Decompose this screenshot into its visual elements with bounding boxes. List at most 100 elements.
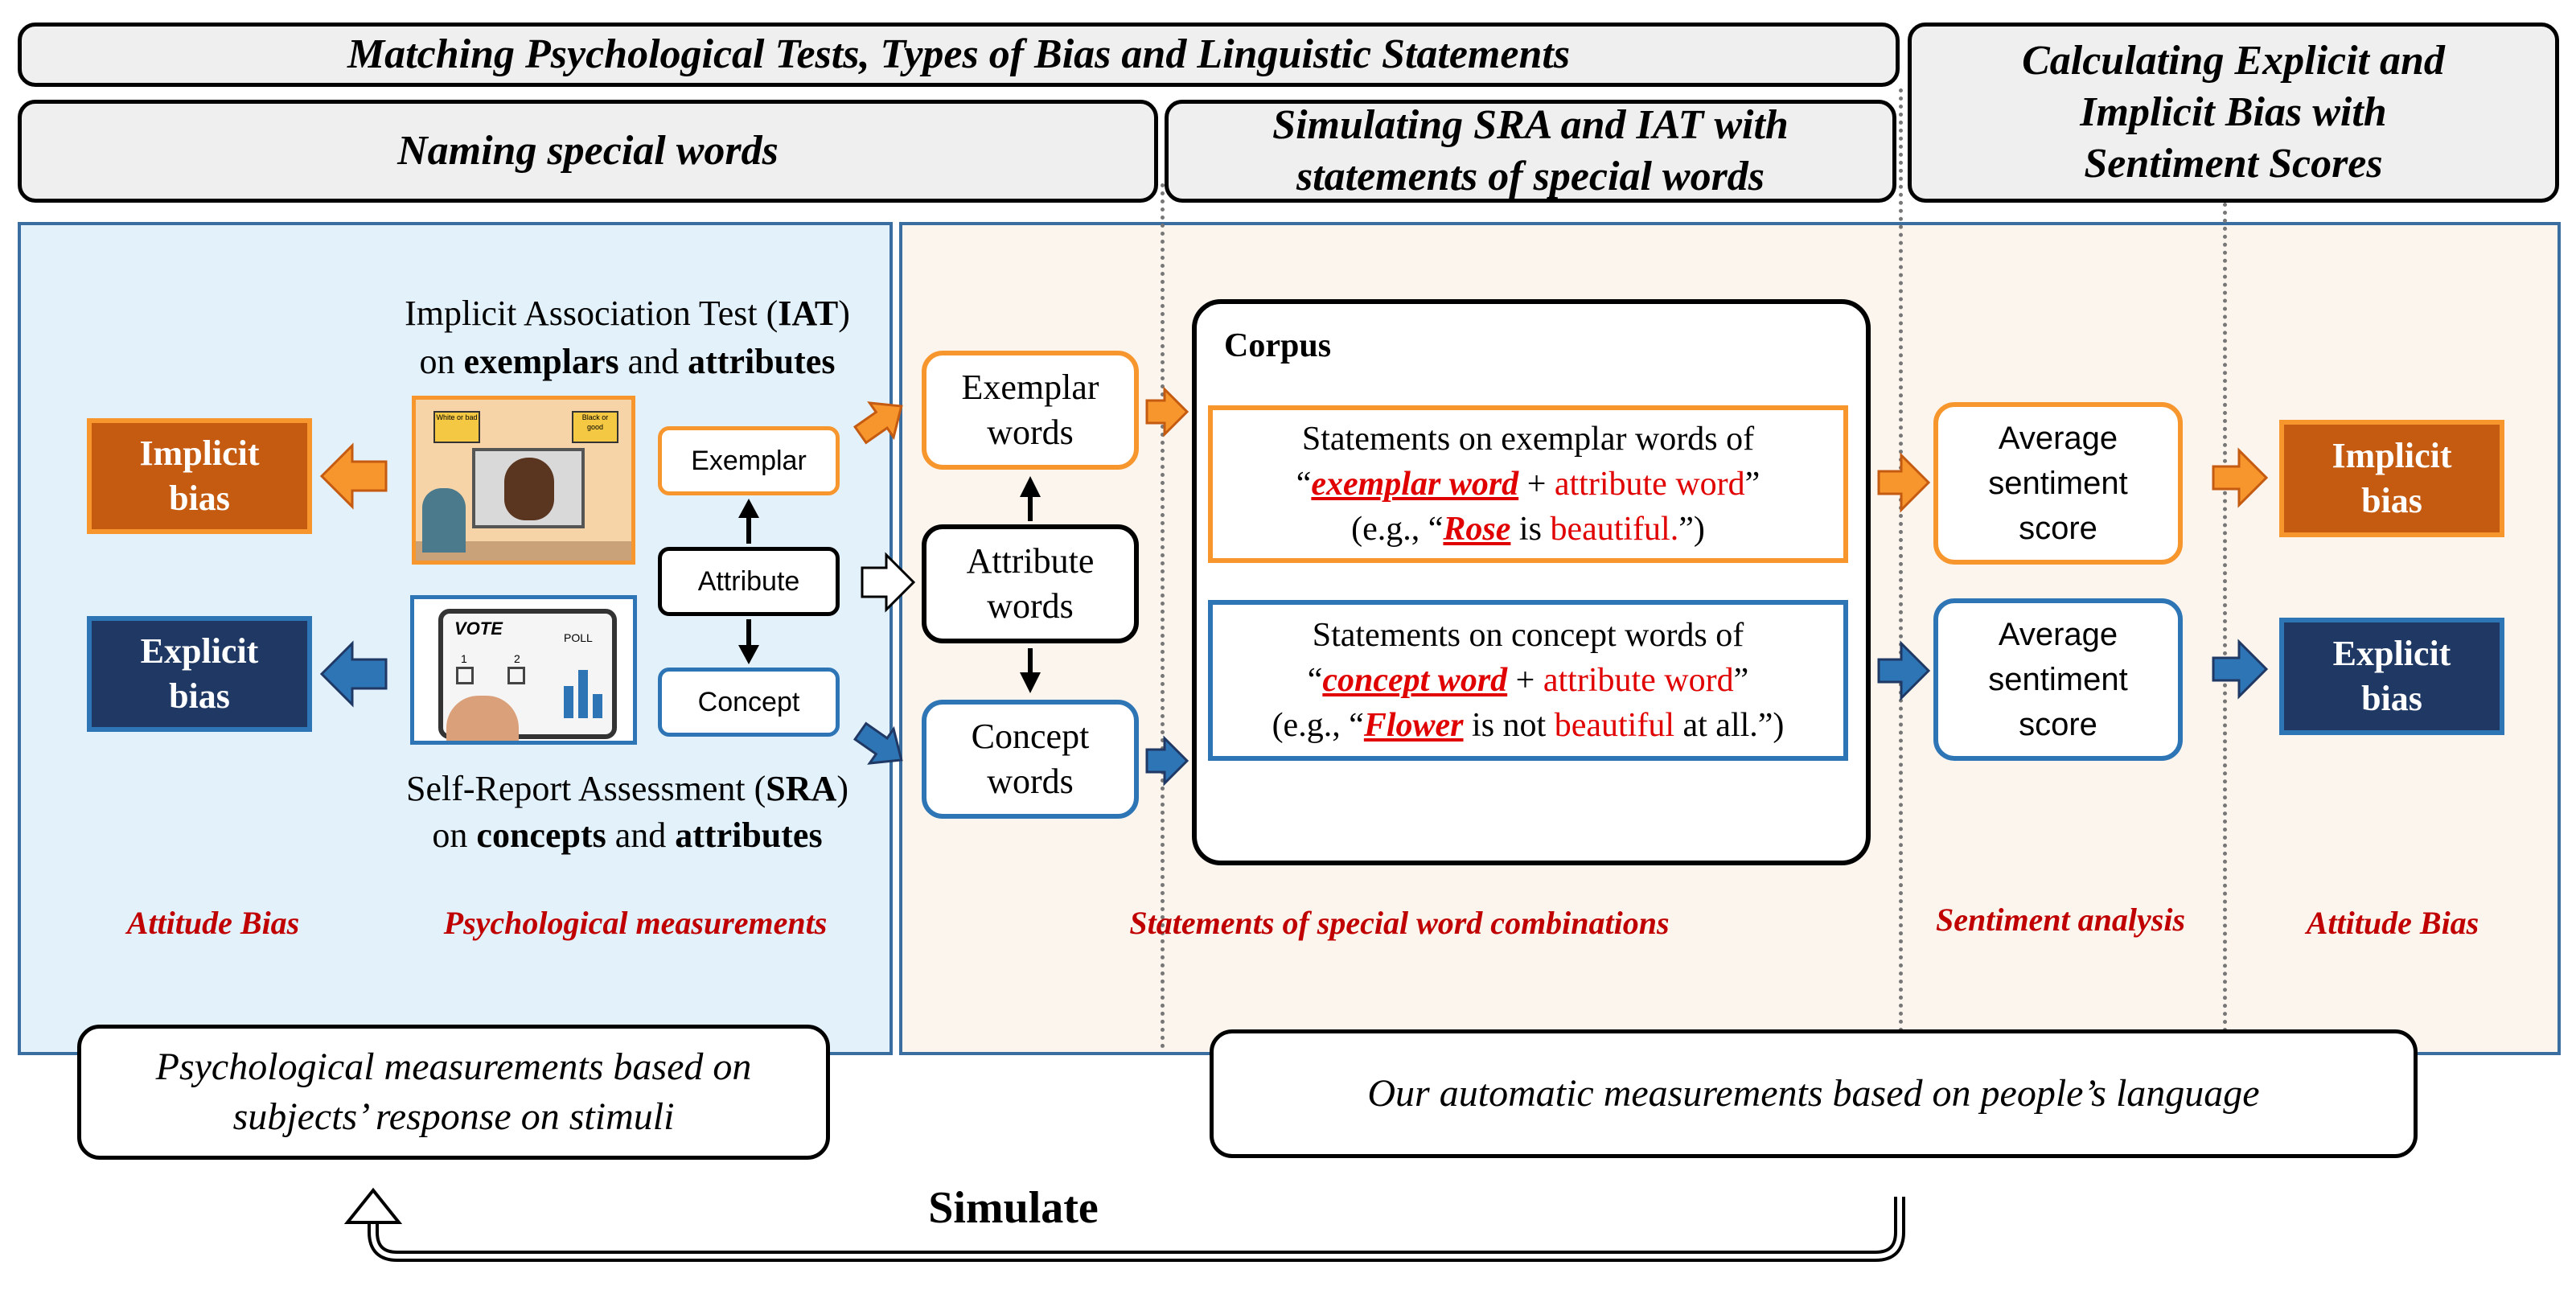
sentiment-blue-line1: Average: [1998, 617, 2118, 652]
iat-on: on: [419, 342, 464, 381]
sra-illustration: VOTE POLL 1 2: [410, 595, 637, 745]
concept-words-line1: Concept: [971, 717, 1090, 756]
dotted-separator-1: [1161, 183, 1165, 1049]
explicit-bias-left: Explicit bias: [87, 616, 312, 732]
sentiment-blue-line2: sentiment: [1988, 662, 2128, 697]
sra-suffix: ): [836, 769, 848, 808]
attribute-label: Attribute: [697, 565, 800, 597]
header-simulating-line2: statements of special words: [1296, 154, 1765, 199]
sra-title-line2: on concepts and attributes: [330, 812, 925, 859]
arrow-corpus-to-sentiment-blue-icon: [1877, 640, 1931, 701]
arrow-exemplar-to-corpus-icon: [1145, 386, 1189, 438]
co-eg-word: Flower: [1363, 707, 1464, 744]
ex-attribute-word-text: attribute word: [1554, 466, 1745, 503]
ex-close-quote: ”: [1744, 466, 1760, 503]
attribute-words-box: Attribute words: [922, 524, 1139, 643]
header-simulating-line1: Simulating SRA and IAT with: [1272, 102, 1789, 148]
concept-statement-line3: (e.g., “Flower is not beautiful at all.”…: [1272, 703, 1785, 748]
explicit-bias-right-line1: Explicit: [2332, 634, 2451, 673]
header-matching-text: Matching Psychological Tests, Types of B…: [347, 31, 1571, 77]
exemplar-statement-box: Statements on exemplar words of “exempla…: [1208, 405, 1848, 563]
sra-prefix: Self-Report Assessment (: [406, 769, 766, 808]
arrow-left-orange-icon: [319, 442, 388, 510]
header-simulating: Simulating SRA and IAT with statements o…: [1165, 100, 1896, 203]
concept-words-line2: words: [987, 762, 1074, 801]
header-calculating: Calculating Explicit and Implicit Bias w…: [1908, 23, 2559, 203]
arrow-to-attribute-words-icon: [861, 552, 916, 613]
psych-measurements-box: Psychological measurements based on subj…: [77, 1025, 830, 1160]
iat-title-line1: Implicit Association Test (IAT): [330, 290, 925, 338]
person-icon: [422, 488, 466, 553]
co-eg-open: (e.g., “: [1272, 707, 1364, 744]
header-naming-text: Naming special words: [397, 128, 779, 174]
ex-eg-attr: beautiful.: [1550, 511, 1679, 548]
caption-attitude-bias-right: Attitude Bias: [2306, 905, 2479, 941]
automatic-measurements-text: Our automatic measurements based on peop…: [1367, 1072, 2260, 1115]
caption-sentiment-analysis: Sentiment analysis: [1935, 902, 2186, 938]
checkbox-icon-1: [456, 667, 474, 684]
tablet-icon: VOTE POLL 1 2: [438, 609, 617, 739]
ex-plus: +: [1518, 466, 1555, 503]
caption-psych-measurements: Psychological measurements: [443, 905, 828, 941]
iat-exemplars: exemplars: [463, 342, 619, 381]
iat-sign-right-text: Black or good: [581, 413, 609, 431]
caption-attitude-bias-left: Attitude Bias: [126, 905, 300, 941]
sra-title-line1: Self-Report Assessment (SRA): [330, 766, 925, 812]
sentiment-orange-line2: sentiment: [1988, 466, 2128, 501]
sra-on: on: [432, 815, 477, 855]
co-eg-close: at all.”): [1674, 707, 1785, 744]
iat-attributes: attributes: [688, 342, 836, 381]
iat-and: and: [618, 342, 688, 381]
implicit-bias-left-line1: Implicit: [139, 433, 260, 473]
arrow-corpus-to-sentiment-orange-icon: [1877, 452, 1931, 513]
sentiment-orange-line3: score: [2019, 511, 2097, 546]
exemplar-word-text: exemplar word: [1311, 466, 1519, 503]
exemplar-words-line1: Exemplar: [961, 368, 1099, 407]
attribute-words-line1: Attribute: [966, 541, 1095, 581]
sra-abbrev: SRA: [766, 769, 837, 808]
co-plus: +: [1507, 662, 1543, 699]
concept-statement-box: Statements on concept words of “concept …: [1208, 600, 1848, 761]
explicit-bias-right-line2: bias: [2361, 679, 2422, 718]
exemplar-statement-line3: (e.g., “Rose is beautiful.”): [1351, 507, 1705, 552]
ex-eg-is: is: [1510, 511, 1551, 548]
header-calculating-line2: Implicit Bias with: [2080, 89, 2387, 135]
sentiment-orange-line1: Average: [1998, 421, 2118, 456]
ex-eg-word: Rose: [1443, 511, 1511, 548]
ex-eg-close: ”): [1678, 511, 1705, 548]
corpus-title: Corpus: [1224, 327, 1332, 364]
dotted-separator-3: [2223, 203, 2227, 1049]
concept-words-box: Concept words: [922, 700, 1139, 819]
vote-option-2: 2: [514, 652, 520, 665]
exemplar-words-line2: words: [987, 413, 1074, 452]
implicit-bias-left-line2: bias: [169, 479, 230, 518]
sentiment-blue-line3: score: [2019, 707, 2097, 742]
psych-measurements-line1: Psychological measurements based on: [155, 1046, 752, 1088]
sra-and: and: [606, 815, 676, 855]
header-naming: Naming special words: [18, 100, 1158, 203]
iat-title-line2: on exemplars and attributes: [330, 338, 925, 386]
iat-illustration: White or bad Black or good: [412, 396, 635, 565]
concept-box: Concept: [658, 668, 840, 737]
arrow-to-exemplar-words-icon: [853, 401, 903, 445]
explicit-bias-right: Explicit bias: [2279, 618, 2504, 735]
exemplar-label: Exemplar: [691, 445, 807, 476]
concept-statement-line2: “concept word + attribute word”: [1308, 658, 1749, 703]
psych-measurements-line2: subjects’ response on stimuli: [232, 1095, 675, 1138]
poll-bar-icon-3: [593, 694, 602, 718]
arrow-sentiment-to-implicit-icon: [2212, 447, 2269, 508]
header-matching: Matching Psychological Tests, Types of B…: [18, 23, 1900, 87]
sentiment-score-orange: Average sentiment score: [1933, 402, 2183, 565]
poll-label: POLL: [564, 631, 593, 644]
exemplar-words-box: Exemplar words: [922, 351, 1139, 470]
sra-attributes: attributes: [675, 815, 823, 855]
implicit-bias-right-line1: Implicit: [2332, 436, 2452, 475]
simulate-loop-arrow-icon: [343, 1187, 1905, 1262]
explicit-bias-left-line1: Explicit: [140, 631, 259, 671]
vote-option-1: 1: [461, 652, 467, 665]
header-calculating-line1: Calculating Explicit and: [2022, 38, 2445, 84]
iat-abbrev: IAT: [778, 294, 839, 333]
ex-open-quote: “: [1296, 466, 1312, 503]
hand-icon: [446, 696, 519, 741]
header-calculating-line3: Sentiment Scores: [2084, 141, 2383, 187]
